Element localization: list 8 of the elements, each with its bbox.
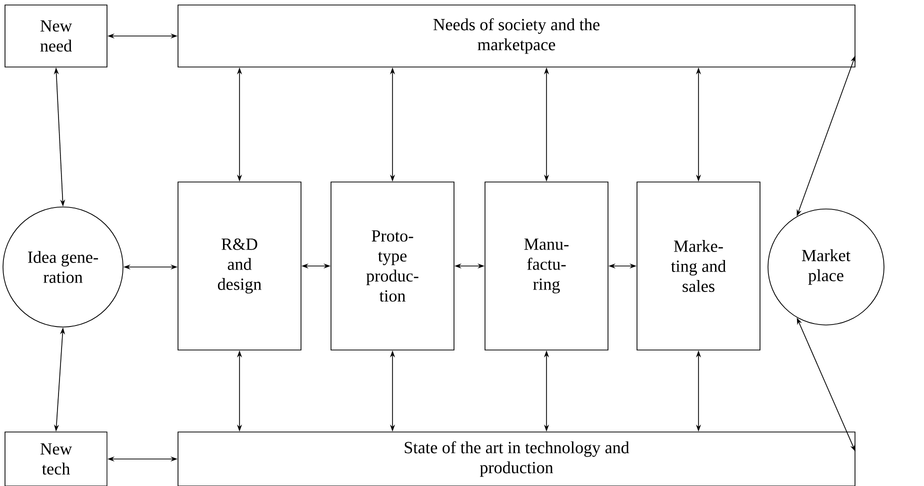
process-box: Marke- ting and sales — [636, 182, 760, 350]
process-box: Proto- type produc- tion — [330, 182, 454, 350]
process-box: Manu- factu- ring — [484, 182, 608, 350]
process-box: R&D and design — [178, 182, 302, 350]
process-box: State of the art in technology and production — [178, 432, 856, 486]
process-box: Needs of society and the marketpace — [178, 4, 856, 68]
process-box: New need — [4, 4, 108, 68]
process-box: New tech — [4, 432, 108, 486]
